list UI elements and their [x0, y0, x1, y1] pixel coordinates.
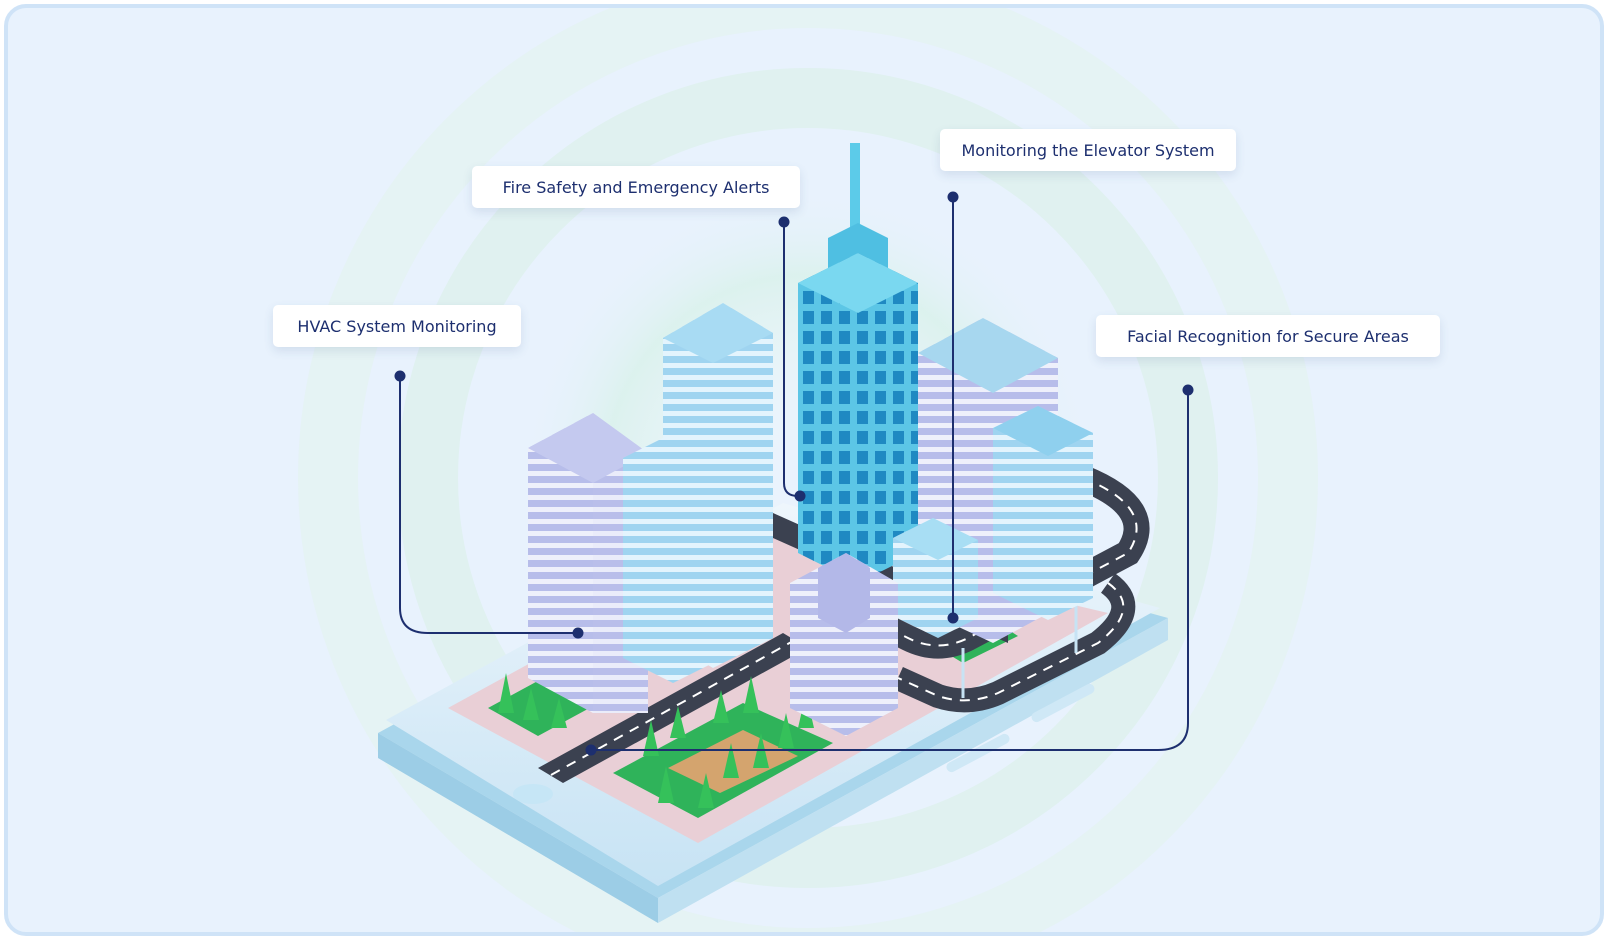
- dot-facial-start: [1182, 384, 1194, 396]
- building-mid-left: [623, 303, 773, 683]
- diagram-frame: HVAC System Monitoring Fire Safety and E…: [4, 4, 1604, 936]
- dot-facial-end: [585, 744, 597, 756]
- dot-elevator-start: [947, 191, 959, 203]
- building-small-right: [893, 518, 978, 638]
- building-front: [790, 553, 898, 736]
- building-central-tower: [798, 143, 918, 583]
- connector-hvac: [399, 376, 578, 634]
- smart-building-illustration: [298, 8, 1318, 932]
- connector-dots: [394, 191, 1194, 756]
- callout-hvac: HVAC System Monitoring: [273, 305, 521, 347]
- dot-elevator-end: [947, 612, 959, 624]
- dot-fire-end: [794, 490, 806, 502]
- dot-hvac-start: [394, 370, 406, 382]
- callout-elevator: Monitoring the Elevator System: [940, 129, 1236, 171]
- dot-fire-start: [778, 216, 790, 228]
- callout-fire-safety: Fire Safety and Emergency Alerts: [472, 166, 800, 208]
- callout-facial-recognition: Facial Recognition for Secure Areas: [1096, 315, 1440, 357]
- dot-hvac-end: [572, 627, 584, 639]
- trees: [498, 673, 814, 808]
- connector-facial: [591, 390, 1189, 751]
